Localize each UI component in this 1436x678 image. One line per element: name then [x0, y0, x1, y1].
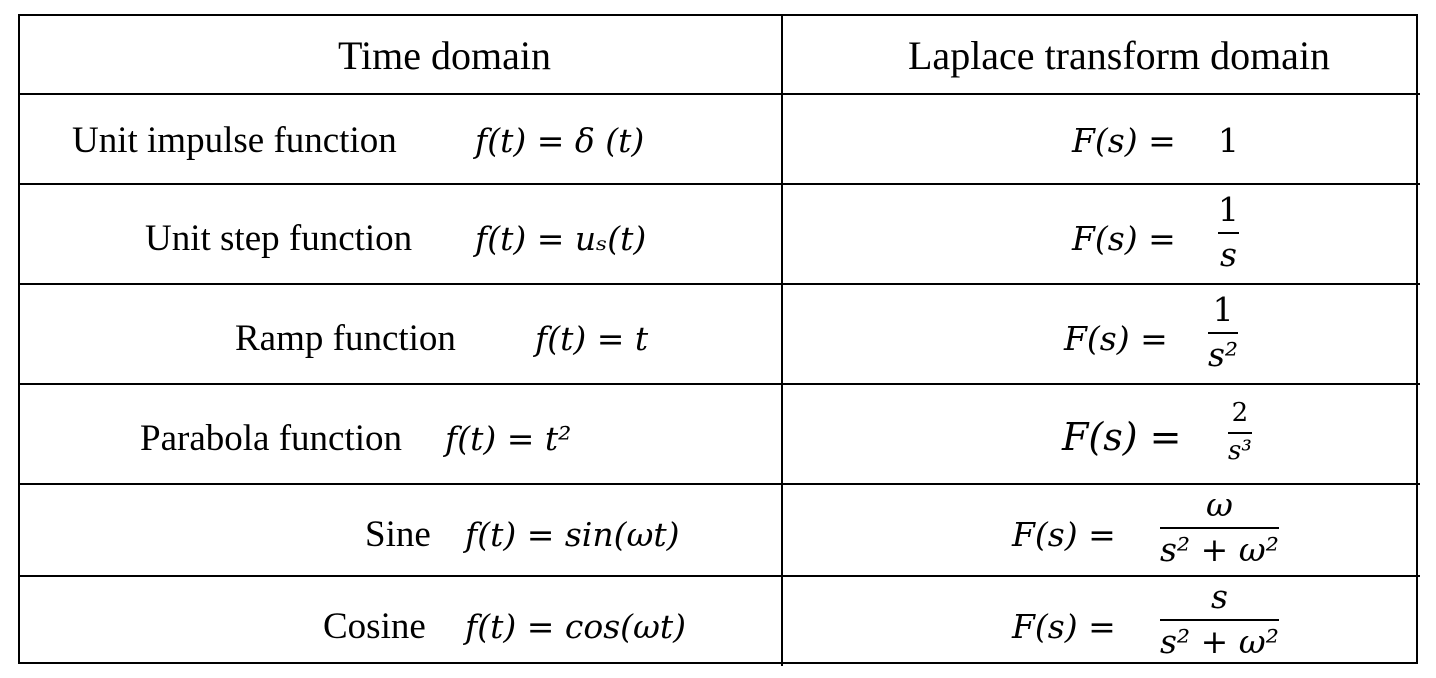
- denominator: s²: [1208, 335, 1239, 374]
- laplace-fraction: 2 s³: [1228, 400, 1252, 464]
- laplace-lhs: F(s) =: [1064, 319, 1168, 358]
- laplace-table: [18, 14, 1418, 664]
- denominator: s: [1220, 235, 1237, 274]
- row-divider: [18, 383, 1420, 385]
- row-label: Cosine: [323, 606, 426, 647]
- row-divider: [18, 183, 1420, 185]
- row-divider: [18, 575, 1420, 577]
- time-expression: f(t) = t: [535, 319, 649, 358]
- laplace-lhs: F(s) =: [1062, 415, 1182, 459]
- header-time-domain: Time domain: [338, 33, 551, 78]
- time-expression: f(t) = δ (t): [475, 121, 645, 160]
- time-expression: f(t) = cos(ωt): [465, 607, 687, 646]
- row-label: Sine: [365, 514, 431, 555]
- laplace-lhs: F(s) =: [1072, 121, 1176, 160]
- laplace-value: 1: [1218, 121, 1239, 160]
- laplace-fraction: ω s² + ω²: [1160, 488, 1279, 566]
- row-divider: [18, 283, 1420, 285]
- laplace-lhs: F(s) =: [1072, 219, 1176, 258]
- time-expression: f(t) = t²: [445, 419, 572, 458]
- laplace-fraction: s s² + ω²: [1160, 580, 1279, 658]
- time-expression: f(t) = uₛ(t): [475, 219, 647, 258]
- row-label: Unit step function: [145, 218, 413, 259]
- row-label: Unit impulse function: [72, 120, 397, 161]
- row-divider: [18, 93, 1420, 95]
- row-divider: [18, 483, 1420, 485]
- numerator: 2: [1231, 398, 1249, 428]
- denominator: s² + ω²: [1160, 622, 1279, 661]
- time-expression: f(t) = sin(ωt): [465, 515, 680, 554]
- numerator: s: [1211, 577, 1228, 616]
- column-divider: [781, 14, 783, 666]
- laplace-lhs: F(s) =: [1012, 515, 1116, 554]
- laplace-lhs: F(s) =: [1012, 607, 1116, 646]
- denominator: s² + ω²: [1160, 530, 1279, 569]
- numerator: ω: [1206, 485, 1233, 524]
- numerator: 1: [1218, 190, 1239, 229]
- denominator: s³: [1228, 436, 1252, 466]
- laplace-fraction: 1 s²: [1208, 290, 1239, 374]
- row-label: Ramp function: [235, 318, 456, 359]
- numerator: 1: [1212, 290, 1234, 329]
- row-label: Parabola function: [140, 418, 402, 459]
- header-laplace-domain: Laplace transform domain: [908, 33, 1331, 78]
